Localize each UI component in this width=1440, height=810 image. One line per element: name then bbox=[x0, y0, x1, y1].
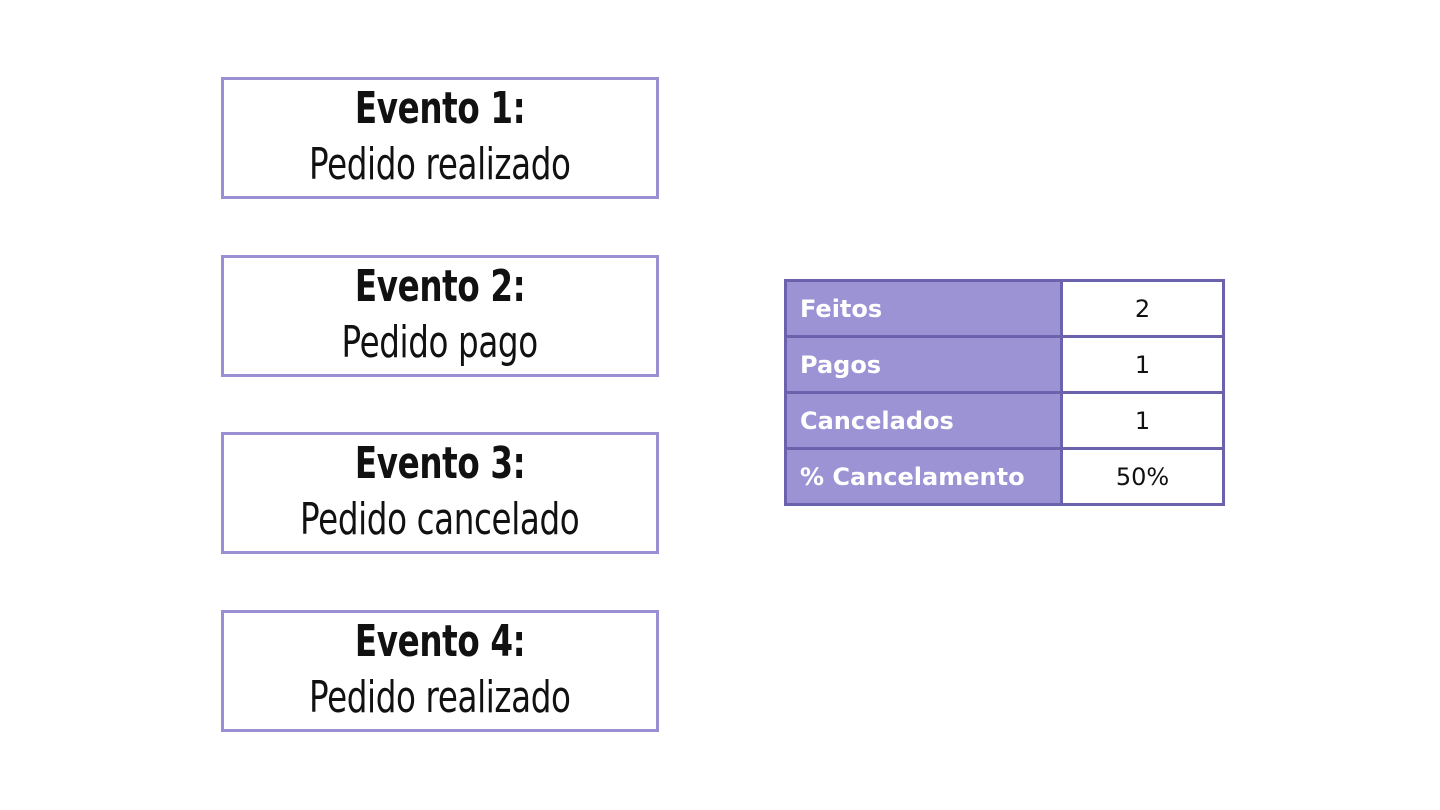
stat-value: 2 bbox=[1060, 279, 1225, 338]
stat-label: Pagos bbox=[784, 335, 1063, 394]
event-description: Pedido pago bbox=[341, 317, 539, 368]
stat-value: 1 bbox=[1060, 391, 1225, 450]
event-description: Pedido cancelado bbox=[300, 494, 580, 545]
event-box-1: Evento 1: Pedido realizado bbox=[221, 77, 659, 199]
event-box-2: Evento 2: Pedido pago bbox=[221, 255, 659, 377]
stat-label: % Cancelamento bbox=[784, 447, 1063, 506]
table-row: % Cancelamento 50% bbox=[784, 447, 1225, 506]
event-description: Pedido realizado bbox=[309, 139, 571, 190]
table-row: Feitos 2 bbox=[784, 279, 1225, 338]
event-box-3: Evento 3: Pedido cancelado bbox=[221, 432, 659, 554]
event-title: Evento 2: bbox=[354, 261, 526, 312]
table-row: Cancelados 1 bbox=[784, 391, 1225, 450]
stat-value: 1 bbox=[1060, 335, 1225, 394]
stat-label: Feitos bbox=[784, 279, 1063, 338]
event-title: Evento 1: bbox=[354, 83, 526, 134]
table-row: Pagos 1 bbox=[784, 335, 1225, 394]
event-description: Pedido realizado bbox=[309, 672, 571, 723]
event-title: Evento 4: bbox=[354, 616, 526, 667]
stats-table: Feitos 2 Pagos 1 Cancelados 1 % Cancelam… bbox=[784, 279, 1225, 506]
event-title: Evento 3: bbox=[354, 438, 526, 489]
event-box-4: Evento 4: Pedido realizado bbox=[221, 610, 659, 732]
stat-label: Cancelados bbox=[784, 391, 1063, 450]
stat-value: 50% bbox=[1060, 447, 1225, 506]
